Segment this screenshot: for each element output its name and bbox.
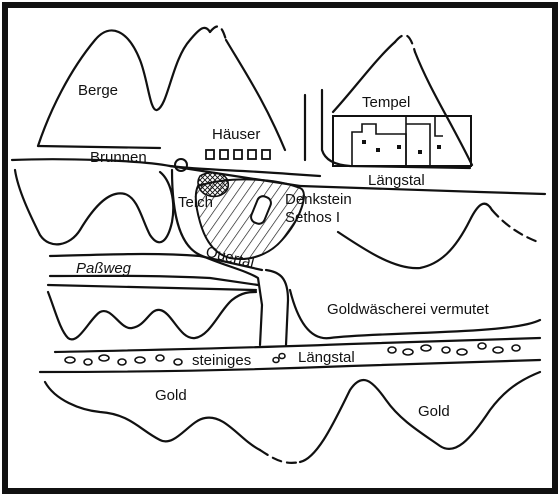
laengstal-top-road-lower: [298, 184, 547, 196]
label-denkstein: Denkstein: [285, 191, 352, 208]
label-passweg: Paßweg: [76, 260, 132, 277]
berge-base-line: [36, 144, 162, 150]
goldwaescherei-dashed: [490, 208, 540, 244]
label-goldwaescherei: Goldwäscherei vermutet: [327, 301, 490, 318]
tempel-mountain-dashed: [393, 34, 417, 54]
laengstal-bottom-road-lower: [38, 358, 542, 374]
quertal-right-wall: [264, 268, 290, 347]
label-berge: Berge: [78, 82, 118, 99]
denkstein-monument: [250, 195, 272, 225]
teich-pond: [197, 171, 230, 198]
berge-mountain-dashed-peak: [208, 25, 228, 42]
goldwaescherei-valley-line: [288, 288, 542, 340]
label-tempel: Tempel: [362, 94, 410, 111]
gold-mountains-dashed: [258, 448, 302, 464]
label-teich: Teich: [178, 194, 213, 211]
label-sethos: Sethos I: [285, 209, 340, 226]
label-brunnen: Brunnen: [90, 149, 147, 166]
temple-complex: [332, 115, 472, 167]
label-gold-right: Gold: [418, 403, 450, 420]
label-haeuser: Häuser: [212, 126, 260, 143]
houses-row: [205, 149, 271, 160]
label-steiniges: steiniges: [192, 352, 251, 369]
goldwaescherei-mountain: [336, 202, 494, 270]
tempel-mountain: [331, 40, 397, 114]
left-middle-mountain: [13, 168, 175, 246]
gold-mountains-right: [298, 370, 542, 464]
berge-mountain-outline: [36, 26, 212, 148]
tempel-mountain-right: [413, 50, 474, 167]
quertal-hatched-area: [194, 178, 305, 260]
berge-mountain-right-slope: [224, 38, 287, 152]
steiniges-pebbles: [64, 342, 521, 366]
label-gold-left: Gold: [155, 387, 187, 404]
laengstal-top-road-upper: [10, 158, 322, 178]
brunnen-well-icon: [174, 158, 188, 172]
laengstal-bottom-road-upper: [53, 336, 542, 354]
label-laengstal-bottom: Längstal: [298, 349, 355, 366]
label-laengstal-top: Längstal: [368, 172, 425, 189]
left-lower-mountain: [46, 290, 258, 341]
left-lower-block-top: [46, 283, 258, 292]
gold-mountains-outline: [43, 380, 262, 452]
passweg-path-lower: [48, 274, 260, 287]
passweg-path-upper: [48, 252, 264, 272]
